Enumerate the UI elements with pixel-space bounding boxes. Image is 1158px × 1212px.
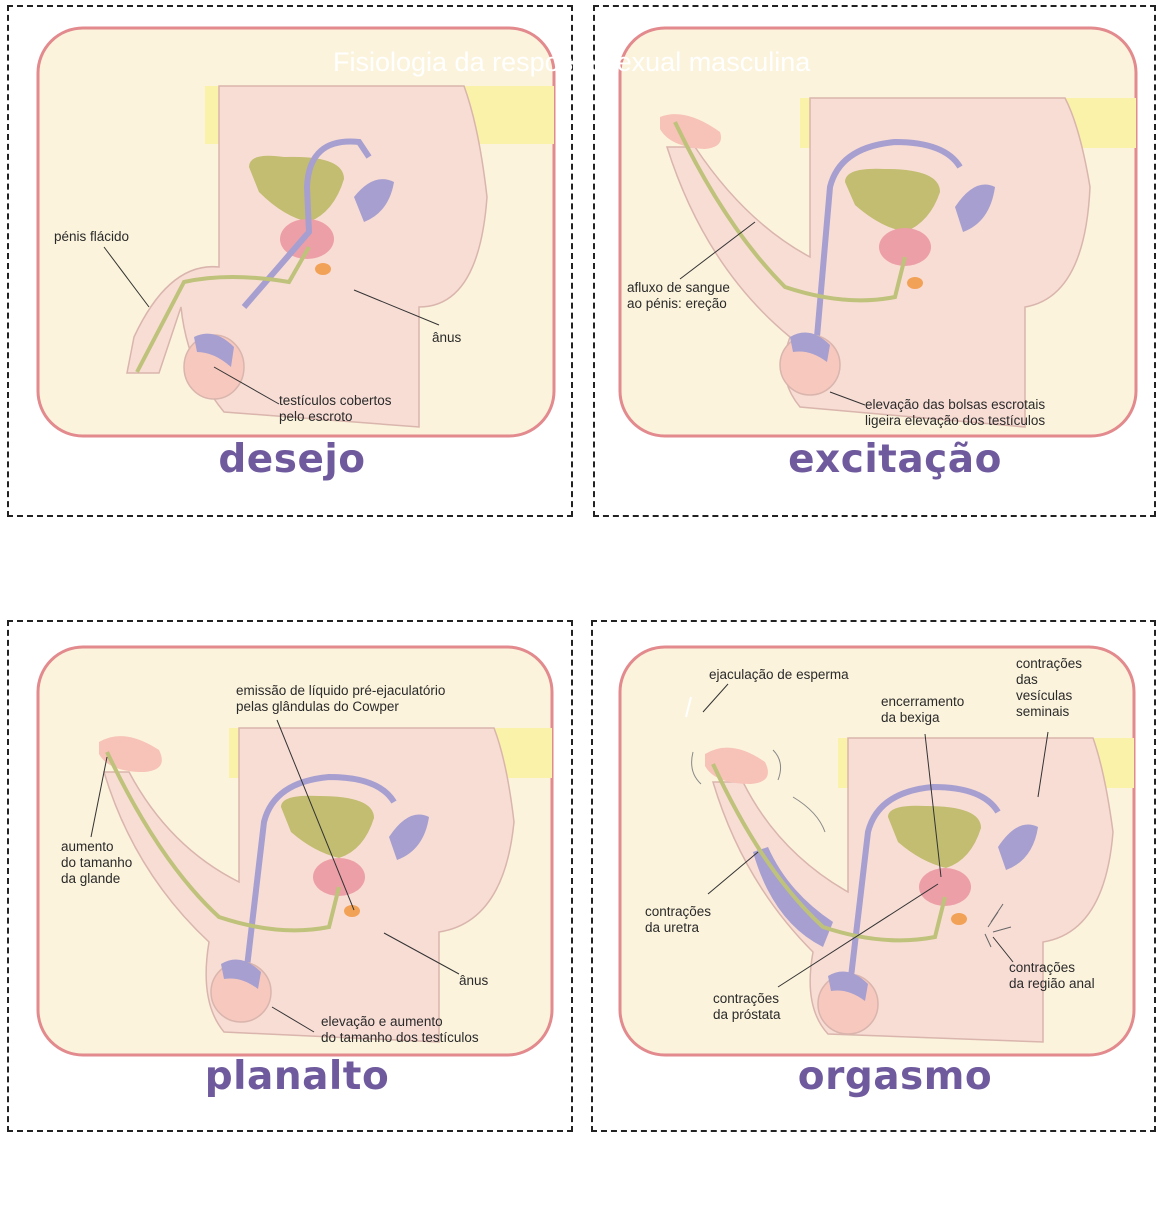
card-planalto: emissão de líquido pré-ejaculatório pela… <box>7 620 573 1132</box>
label-anus: ânus <box>432 330 461 346</box>
cowper-gland <box>951 913 967 925</box>
label-urethra-contractions: contrações da uretra <box>645 904 711 936</box>
cowper-gland <box>344 905 360 917</box>
label-ejaculation: ejaculação de esperma <box>709 667 849 683</box>
stage-title-desejo: desejo <box>9 437 575 482</box>
stage-title-excitacao: excitação <box>595 437 1158 482</box>
stage-title-orgasmo: orgasmo <box>593 1054 1158 1099</box>
label-anal-contractions: contrações da região anal <box>1009 960 1095 992</box>
stage-title-planalto: planalto <box>9 1054 585 1099</box>
label-penis-flaccid: pénis flácido <box>54 229 129 245</box>
card-excitacao: afluxo de sangue ao pénis: ereção elevaç… <box>593 5 1156 517</box>
label-prostate-contractions: contrações da próstata <box>713 991 781 1023</box>
page-title: Fisiologia da resposta sexual masculina <box>333 47 810 78</box>
label-cowper-emission: emissão de líquido pré-ejaculatório pela… <box>236 683 445 715</box>
label-scrotum-elevation: elevação das bolsas escrotais ligeira el… <box>865 397 1045 429</box>
label-bladder-closure: encerramento da bexiga <box>881 694 964 726</box>
label-vesicle-contractions: contrações das vesículas seminais <box>1016 656 1082 720</box>
label-anus: ânus <box>459 973 488 989</box>
card-orgasmo: ejaculação de esperma contrações das ves… <box>591 620 1156 1132</box>
cowper-gland <box>907 277 923 289</box>
cowper-gland <box>315 263 331 275</box>
label-testicles: testículos cobertos pelo escroto <box>279 393 392 425</box>
card-desejo: pénis flácido ânus testículos cobertos p… <box>7 5 573 517</box>
label-blood-flow: afluxo de sangue ao pénis: ereção <box>627 280 730 312</box>
label-glans-increase: aumento do tamanho da glande <box>61 839 132 887</box>
label-testicles-elevation: elevação e aumento do tamanho dos testíc… <box>321 1014 479 1046</box>
